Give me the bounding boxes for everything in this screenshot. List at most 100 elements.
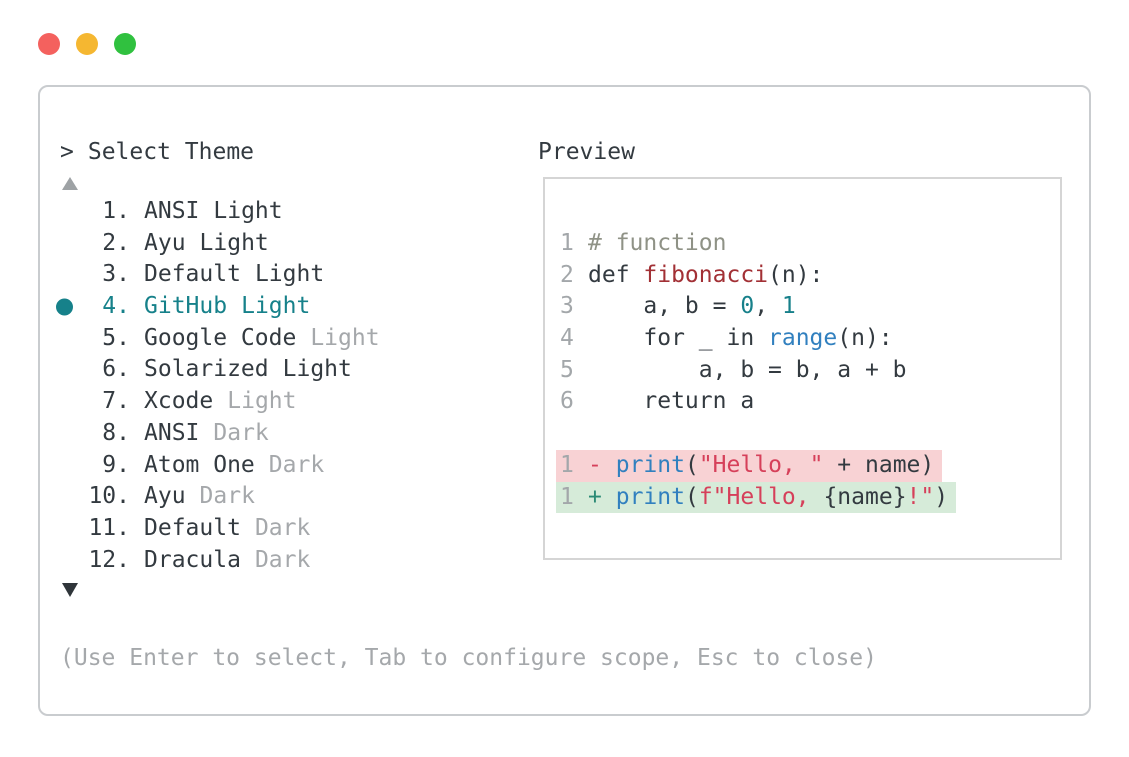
diff-deleted-line: 1- print("Hello, " + name) — [556, 449, 1060, 482]
theme-item-name: Atom One — [144, 451, 255, 478]
line-number: 4 — [560, 325, 574, 352]
theme-item-variant: Dark — [268, 451, 325, 478]
zoom-button[interactable] — [114, 33, 136, 55]
preview-title: Preview — [538, 139, 635, 165]
selected-dot-cell — [60, 323, 88, 355]
selected-dot-cell — [60, 196, 88, 228]
theme-item-number: 8. — [102, 419, 130, 446]
theme-item-variant: Dark — [199, 483, 255, 510]
code-line — [560, 418, 1060, 450]
code-line: 3 a, b = 0, 1 — [560, 291, 1060, 323]
theme-item-variant: Dark — [254, 546, 311, 573]
code-token: range — [768, 325, 838, 352]
theme-item-variant: Dark — [254, 514, 311, 541]
code-token: {name} — [823, 483, 907, 510]
theme-item-variant: Light — [254, 261, 325, 288]
theme-item-name: ANSI — [144, 198, 200, 224]
code-line: 5 a, b = b, a + b — [560, 355, 1060, 387]
selected-dot-cell — [60, 228, 88, 260]
code-line-content — [556, 418, 596, 450]
theme-item-name: ANSI — [144, 419, 200, 446]
theme-item-name: Xcode — [144, 388, 214, 415]
theme-list-item[interactable]: 4. GitHub Light — [56, 291, 380, 323]
code-line-content: 1+ print(f"Hello, {name}!") — [556, 481, 957, 514]
theme-item-number: 7. — [102, 388, 130, 415]
scroll-down-icon[interactable] — [62, 583, 78, 597]
code-token: + name) — [823, 451, 935, 478]
selected-dot-cell — [60, 481, 88, 513]
theme-item-label: Atom One Dark — [144, 450, 324, 482]
code-line-content: 5 a, b = b, a + b — [556, 355, 915, 387]
close-button[interactable] — [38, 33, 60, 55]
minimize-button[interactable] — [76, 33, 98, 55]
code-token: !" — [906, 483, 935, 510]
code-token — [602, 484, 616, 510]
theme-item-variant: Light — [213, 198, 283, 224]
theme-item-variant: Light — [241, 293, 311, 320]
theme-item-number: 2. — [102, 229, 130, 256]
code-token: print — [615, 451, 685, 478]
selected-dot-cell — [60, 450, 88, 482]
code-line: 6 return a — [560, 386, 1060, 418]
selected-dot-icon — [56, 298, 73, 316]
code-token: print — [615, 483, 685, 510]
code-line: 1 # function — [560, 228, 1060, 260]
line-number: 3 — [560, 293, 574, 320]
prompt-caret: > — [60, 139, 74, 165]
line-number: 1 — [560, 230, 574, 256]
selected-dot-cell — [60, 513, 88, 545]
theme-list-item[interactable]: 6. Solarized Light — [60, 354, 380, 386]
theme-item-number: 6. — [102, 356, 130, 383]
code-line-content: 6 return a — [556, 386, 762, 418]
theme-item-label: Default Light — [144, 259, 324, 291]
line-number: 2 — [560, 261, 574, 288]
selected-dot-cell — [56, 291, 88, 323]
code-line-content: 1- print("Hello, " + name) — [556, 449, 943, 482]
theme-item-name: Default — [144, 261, 241, 288]
code-line-content: 3 a, b = 0, 1 — [556, 291, 804, 323]
code-token: ) — [934, 483, 949, 510]
selected-dot-cell — [60, 545, 88, 577]
code-token: def — [588, 261, 644, 288]
code-token: for _ in — [588, 325, 769, 352]
theme-item-number: 12. — [88, 546, 130, 573]
selected-dot-cell — [60, 418, 88, 450]
code-token: + — [588, 483, 602, 510]
code-token: return a — [588, 388, 755, 415]
selected-dot-cell — [60, 354, 88, 386]
line-number: 6 — [560, 388, 574, 415]
theme-item-name: Ayu — [144, 229, 186, 256]
code-token: # function — [588, 230, 727, 256]
help-text: (Use Enter to select, Tab to configure s… — [60, 645, 877, 671]
theme-item-name: GitHub — [144, 293, 228, 320]
theme-item-variant: Light — [282, 356, 352, 383]
theme-item-name: Solarized — [144, 356, 269, 383]
theme-item-label: GitHub Light — [144, 291, 310, 323]
code-token: "Hello, " — [698, 451, 824, 478]
scroll-up-icon[interactable] — [62, 177, 78, 190]
theme-item-number: 4. — [102, 293, 130, 320]
code-token: fibonacci — [643, 261, 769, 288]
code-line: 4 for _ in range(n): — [560, 323, 1060, 355]
code-token: - — [588, 451, 602, 478]
theme-item-name: Google Code — [144, 324, 297, 351]
theme-item-number: 10. — [88, 483, 130, 510]
